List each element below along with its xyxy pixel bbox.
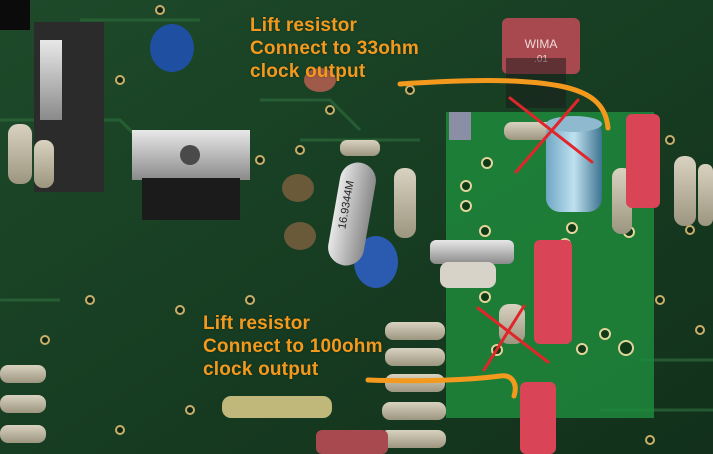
transistor-body (440, 262, 496, 288)
annotation-bottom-line1: Lift resistor (203, 313, 311, 334)
annotation-bottom-line3: clock output (203, 359, 319, 380)
film-capacitor (222, 396, 332, 418)
resistor-column-mid (340, 140, 416, 238)
box-capacitor-right (626, 114, 660, 208)
crystal-oscillator (328, 162, 376, 266)
box-capacitor-bottom (520, 382, 556, 454)
regulator-body (142, 178, 240, 220)
orange-wire-top (397, 78, 611, 131)
box-capacitor-mid (534, 240, 572, 344)
board-edge-corner (0, 0, 30, 30)
ceramic-capacitor (282, 174, 314, 202)
box-capacitor (316, 430, 388, 454)
annotation-bottom-line2: Connect to 100ohm (203, 336, 383, 357)
blue-disc-capacitor (354, 236, 398, 288)
blue-disc-capacitor (150, 24, 194, 72)
small-transistor (430, 240, 514, 264)
lifted-resistor-top (504, 122, 554, 140)
regulator-tab (40, 40, 62, 120)
annotation-bottom: Lift resistor Connect to 100ohm clock ou… (203, 312, 383, 381)
annotation-top-line2: Connect to 33ohm (250, 38, 419, 59)
annotation-top: Lift resistor Connect to 33ohm clock out… (250, 14, 419, 83)
ceramic-capacitor (284, 222, 316, 250)
red-cross-top (508, 96, 594, 174)
red-cross-bottom (476, 304, 550, 372)
annotation-top-line1: Lift resistor (250, 15, 358, 36)
resistor-column-left (8, 124, 54, 188)
annotation-top-line3: clock output (250, 61, 366, 82)
electrolytic-capacitor (546, 120, 602, 212)
wima-label: WIMA (525, 37, 558, 51)
resistor-rows-bottom (0, 322, 446, 448)
orange-wire-bottom (365, 373, 518, 399)
component-top-left (449, 112, 471, 140)
ceramic-capacitor (304, 68, 336, 92)
